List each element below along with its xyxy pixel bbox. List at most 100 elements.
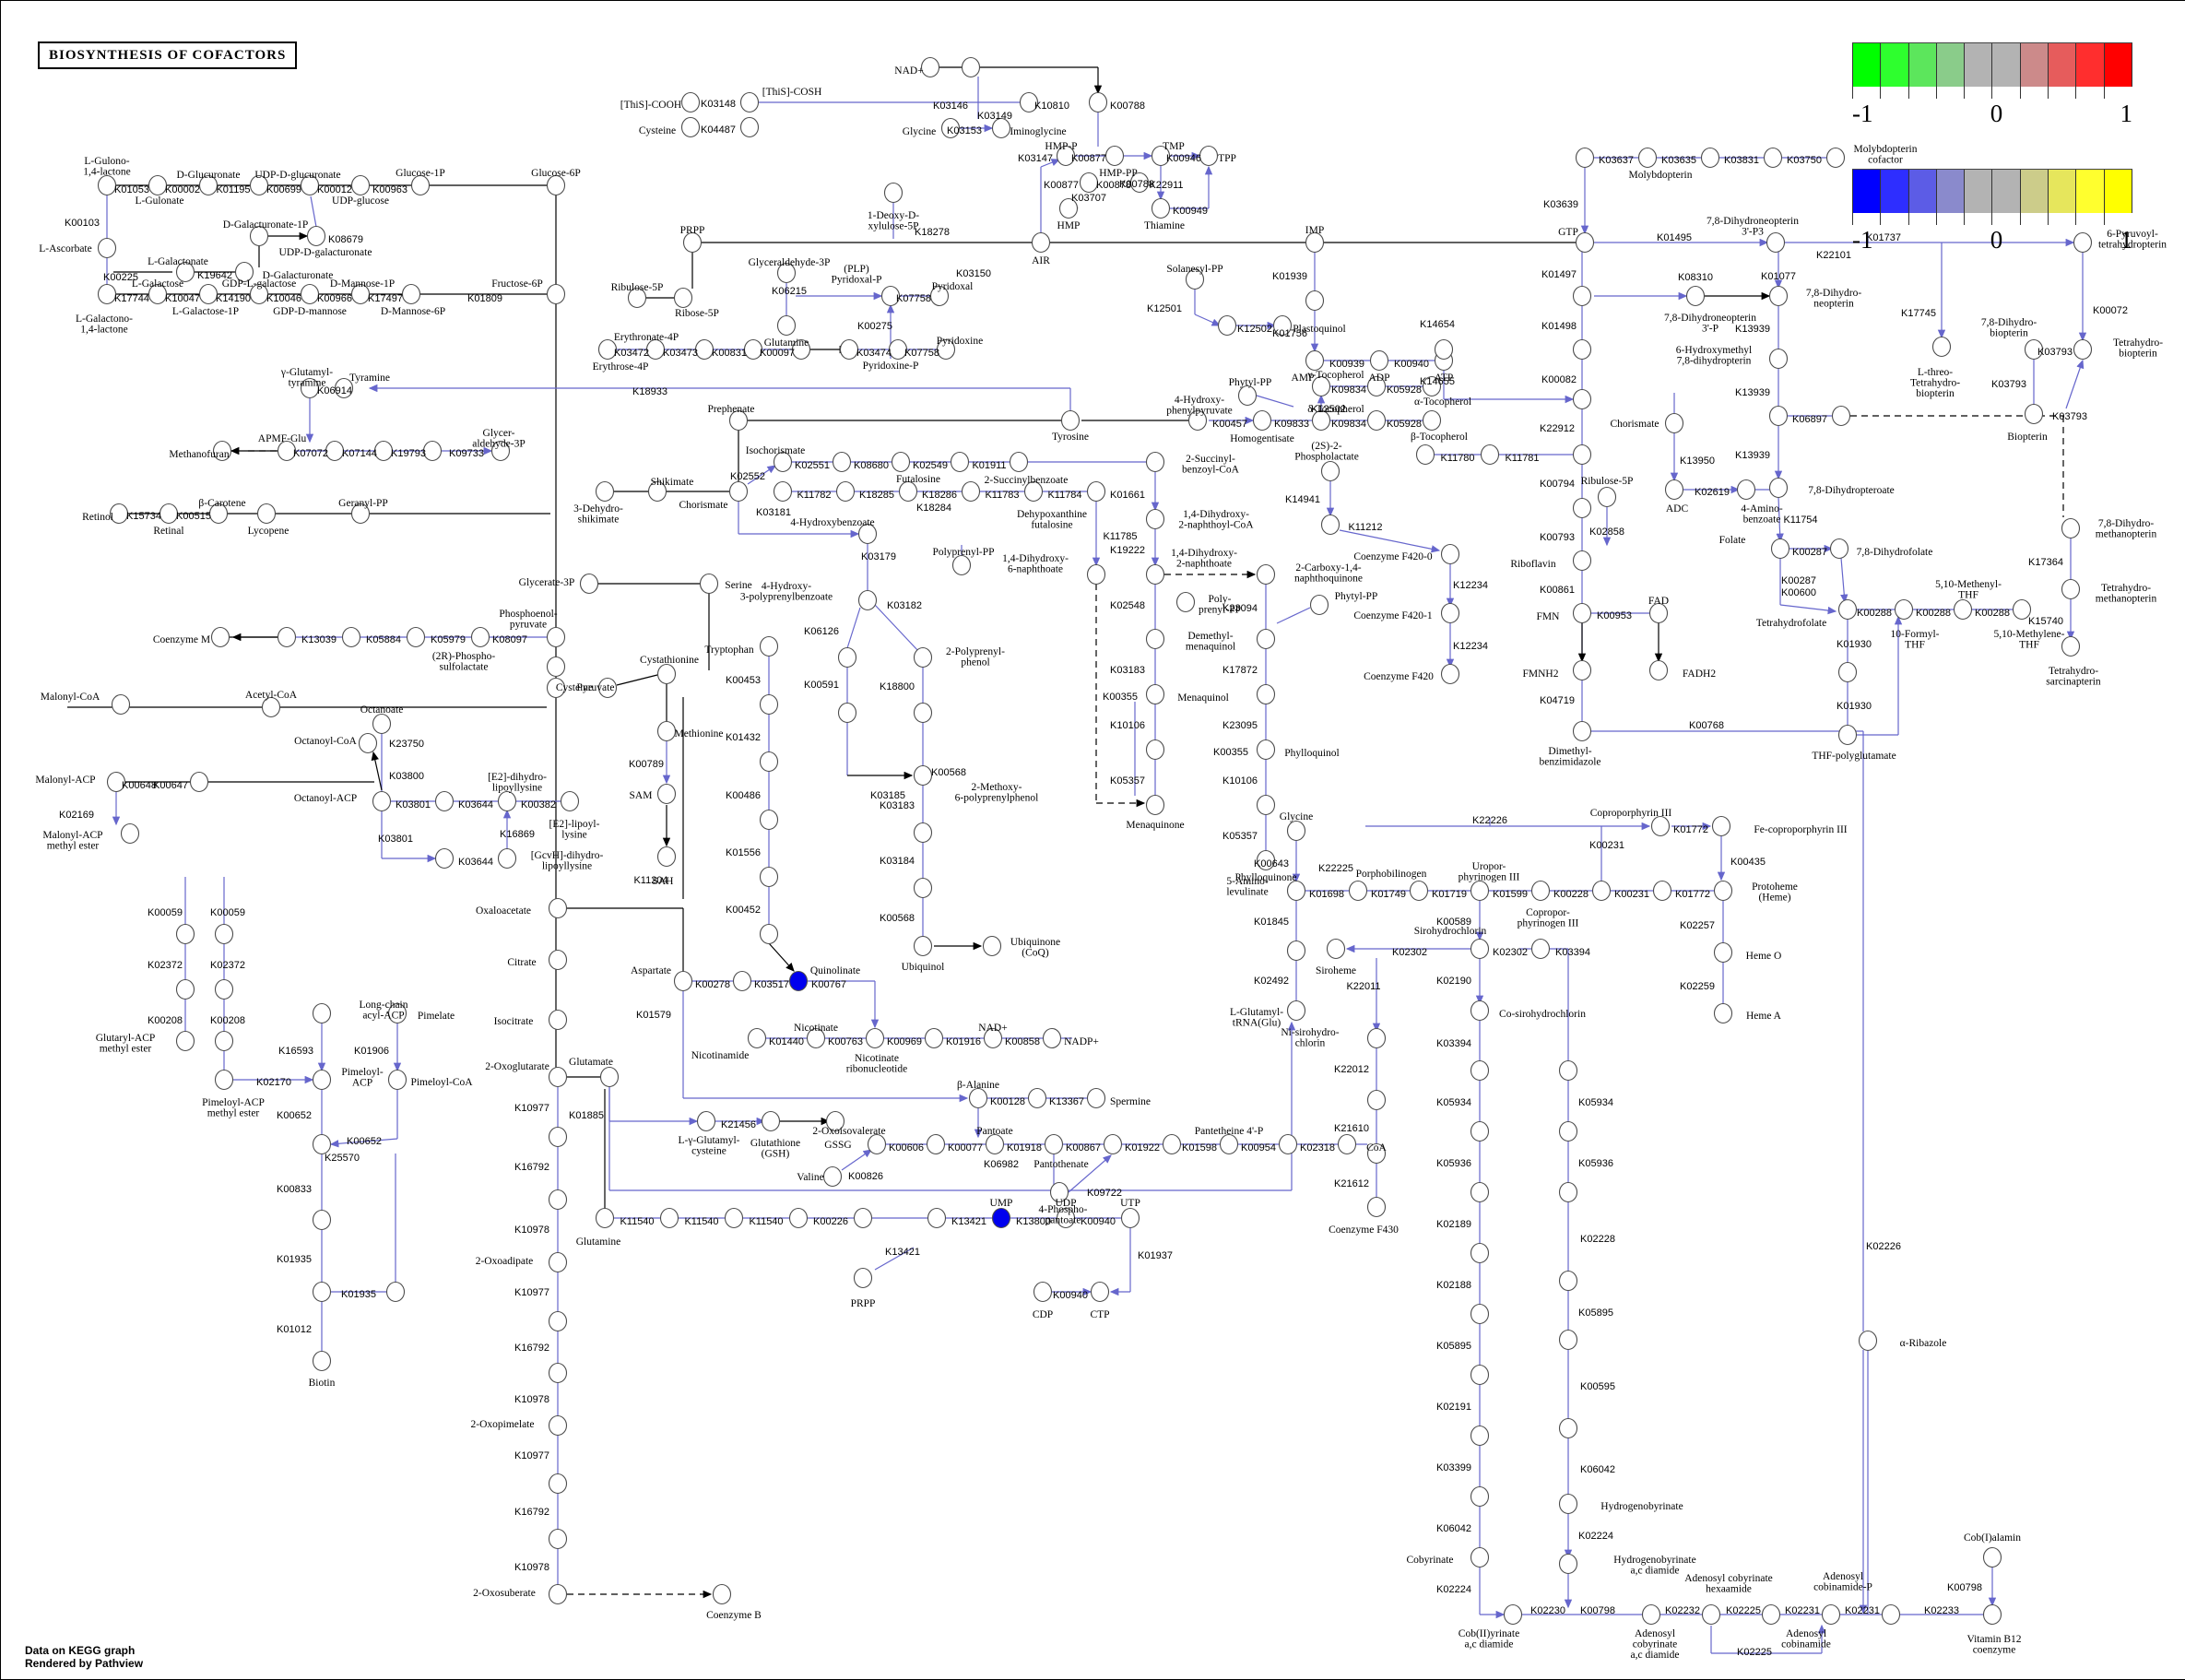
ko-gene-label[interactable]: K00288 [1857, 608, 1892, 619]
compound-node[interactable] [1058, 197, 1079, 219]
compound-node[interactable] [1837, 724, 1858, 746]
compound-node[interactable] [189, 771, 209, 793]
compound-node[interactable] [728, 409, 749, 432]
compound-node[interactable] [2024, 403, 2044, 425]
compound-node[interactable] [951, 554, 972, 576]
compound-node[interactable] [1572, 444, 1592, 466]
ko-gene-label[interactable]: K00643 [1254, 858, 1289, 870]
compound-node[interactable] [806, 1027, 826, 1049]
ko-gene-label[interactable]: K03182 [887, 600, 922, 611]
ko-gene-label[interactable]: K00798 [1947, 1582, 1982, 1593]
compound-node[interactable] [694, 338, 715, 361]
ko-gene-label[interactable]: K00103 [65, 218, 100, 229]
ko-gene-label[interactable]: K00453 [726, 675, 761, 686]
ko-gene-label[interactable]: K02552 [730, 471, 765, 482]
ko-gene-label[interactable]: K00652 [347, 1136, 382, 1147]
compound-node[interactable] [300, 174, 320, 196]
ko-gene-label[interactable]: K11780 [1440, 453, 1474, 464]
compound-node[interactable] [249, 283, 269, 305]
ko-gene-label[interactable]: K00940 [1053, 1290, 1088, 1301]
compound-node[interactable] [497, 847, 517, 870]
ko-gene-label[interactable]: K00966 [317, 293, 352, 304]
compound-node[interactable] [1768, 405, 1789, 427]
compound-node[interactable] [1713, 880, 1733, 902]
ko-gene-label[interactable]: K10106 [1222, 775, 1258, 787]
ko-gene-label[interactable]: K17364 [2028, 557, 2063, 568]
ko-gene-label[interactable]: K00225 [103, 272, 138, 283]
compound-node[interactable] [1185, 268, 1205, 290]
compound-node[interactable] [825, 1110, 845, 1132]
compound-node[interactable] [1320, 460, 1341, 482]
compound-node[interactable] [839, 338, 859, 361]
ko-gene-label[interactable]: K02191 [1436, 1402, 1471, 1413]
compound-node[interactable] [434, 790, 455, 812]
compound-node[interactable] [1894, 598, 1914, 621]
ko-gene-label[interactable]: K00275 [857, 321, 892, 332]
ko-gene-label[interactable]: K14190 [216, 293, 251, 304]
compound-node[interactable] [1366, 1142, 1387, 1165]
compound-node[interactable] [497, 790, 517, 812]
ko-gene-label[interactable]: K00953 [1597, 610, 1632, 621]
compound-node[interactable] [1591, 880, 1612, 902]
compound-node[interactable] [1685, 285, 1706, 307]
compound-node[interactable] [680, 91, 701, 113]
ko-gene-label[interactable]: K03793 [2052, 411, 2087, 422]
ko-gene-label[interactable]: K00382 [521, 799, 556, 810]
compound-node[interactable] [853, 1267, 873, 1289]
compound-node[interactable] [776, 314, 797, 337]
ko-gene-label[interactable]: K18286 [922, 490, 957, 501]
compound-node[interactable] [857, 523, 878, 545]
compound-node[interactable] [548, 897, 568, 919]
compound-node[interactable] [1145, 739, 1165, 761]
ko-gene-label[interactable]: K01440 [769, 1036, 804, 1047]
compound-node[interactable] [627, 287, 647, 309]
compound-node[interactable] [2024, 338, 2044, 361]
compound-node[interactable] [2061, 635, 2081, 657]
compound-node[interactable] [680, 116, 701, 138]
ko-gene-label[interactable]: K05934 [1436, 1097, 1471, 1108]
compound-node[interactable] [1366, 1196, 1387, 1218]
compound-node[interactable] [148, 283, 168, 305]
compound-node[interactable] [1409, 880, 1429, 902]
ko-gene-label[interactable]: K00788 [1110, 101, 1145, 112]
ko-gene-label[interactable]: K00963 [372, 184, 407, 195]
ko-gene-label[interactable]: K00457 [1212, 419, 1247, 430]
compound-node[interactable] [732, 970, 752, 992]
ko-gene-label[interactable]: K23095 [1222, 720, 1258, 731]
compound-node[interactable] [1650, 815, 1671, 837]
ko-gene-label[interactable]: K00652 [277, 1110, 312, 1121]
compound-node[interactable] [1145, 628, 1165, 650]
ko-gene-label[interactable]: K05357 [1110, 775, 1145, 787]
compound-node[interactable] [982, 935, 1002, 957]
compound-node[interactable] [1572, 388, 1592, 410]
compound-node[interactable] [548, 1189, 568, 1211]
compound-node[interactable] [1104, 145, 1125, 167]
ko-gene-label[interactable]: K23750 [389, 739, 424, 750]
ko-gene-label[interactable]: K11782 [797, 490, 831, 501]
ko-gene-label[interactable]: K01432 [726, 732, 761, 743]
compound-node[interactable] [1837, 661, 1858, 683]
ko-gene-label[interactable]: K01195 [216, 184, 250, 195]
ko-gene-label[interactable]: K05357 [1222, 831, 1258, 842]
ko-gene-label[interactable]: K03639 [1543, 199, 1578, 210]
compound-node[interactable] [159, 503, 179, 525]
compound-node[interactable] [1440, 602, 1460, 624]
compound-node[interactable] [350, 503, 371, 525]
compound-node[interactable] [312, 1281, 332, 1303]
ko-gene-label[interactable]: K11785 [1103, 531, 1137, 542]
compound-node[interactable] [1199, 145, 1219, 167]
compound-node[interactable] [1086, 480, 1106, 503]
compound-node[interactable] [867, 1133, 887, 1155]
compound-node[interactable] [214, 1030, 234, 1052]
compound-node[interactable] [1558, 1417, 1578, 1439]
ko-gene-label[interactable]: K00059 [210, 907, 245, 918]
compound-node[interactable] [898, 480, 918, 503]
ko-gene-label[interactable]: K25570 [325, 1153, 360, 1164]
ko-gene-label[interactable]: K01719 [1432, 889, 1467, 900]
ko-gene-label[interactable]: K18278 [915, 227, 950, 238]
compound-node[interactable] [372, 790, 392, 812]
compound-node[interactable] [712, 1583, 732, 1605]
ko-gene-label[interactable]: K02492 [1254, 976, 1289, 987]
compound-node[interactable] [1470, 1303, 1490, 1325]
ko-gene-label[interactable]: K00940 [1394, 359, 1429, 370]
